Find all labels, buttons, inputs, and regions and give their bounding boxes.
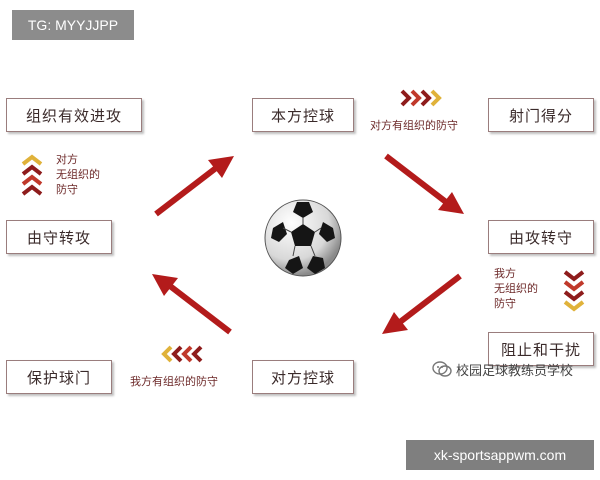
label-my-disorganized: 我方 无组织的 防守 (494, 266, 538, 311)
box-protect-goal-label: 保护球门 (26, 368, 91, 387)
box-opponent-ball-label: 对方控球 (270, 368, 335, 387)
label-opp-disorganized-line-1: 对方 (56, 153, 78, 166)
box-attack-to-defense-label: 由攻转守 (508, 228, 573, 247)
box-block-interfere-label: 阻止和干扰 (500, 340, 581, 359)
label-opp-organized-defense: 对方有组织的防守 (370, 119, 458, 132)
box-organize-attack: 组织有效进攻 (6, 98, 142, 132)
box-own-ball: 本方控球 (252, 98, 354, 132)
box-defense-to-attack-label: 由守转攻 (26, 228, 91, 247)
box-own-ball-label: 本方控球 (270, 106, 335, 125)
label-my-disorganized-line-2: 无组织的 (494, 282, 538, 295)
label-my-disorganized-line-1: 我方 (494, 267, 516, 280)
label-opp-disorganized-line-2: 无组织的 (56, 168, 100, 181)
wechat-watermark-text: 校园足球教练员学校 (456, 363, 574, 379)
box-defense-to-attack: 由守转攻 (6, 220, 112, 254)
arrow-down-left-icon (382, 273, 462, 334)
site-watermark: xk-sportsappwm.com (406, 440, 594, 470)
box-shoot-label: 射门得分 (508, 106, 573, 125)
label-opp-disorganized: 对方 无组织的 防守 (56, 152, 100, 197)
box-protect-goal: 保护球门 (6, 360, 112, 394)
soccer-ball-icon (264, 199, 342, 277)
tg-badge: TG: MYYJJPP (12, 10, 134, 40)
chevrons-right-icon (400, 89, 442, 107)
box-organize-attack-label: 组织有效进攻 (25, 106, 122, 125)
box-opponent-ball: 对方控球 (252, 360, 354, 394)
box-attack-to-defense: 由攻转守 (488, 220, 594, 254)
label-opp-disorganized-line-3: 防守 (56, 183, 78, 196)
wechat-icon (432, 361, 452, 377)
wechat-watermark: 校园足球教练员学校 (432, 358, 573, 380)
label-my-organized-defense: 我方有组织的防守 (130, 375, 218, 388)
arrow-up-left-icon (152, 274, 232, 335)
chevrons-up-icon (21, 154, 43, 196)
chevrons-down-icon (563, 270, 585, 312)
chevrons-left-icon (161, 345, 203, 363)
box-shoot: 射门得分 (488, 98, 594, 132)
box-block-interfere: 阻止和干扰 (488, 332, 594, 366)
label-my-disorganized-line-3: 防守 (494, 297, 516, 310)
arrow-up-right-icon (154, 156, 234, 217)
arrow-down-right-icon (384, 153, 464, 214)
